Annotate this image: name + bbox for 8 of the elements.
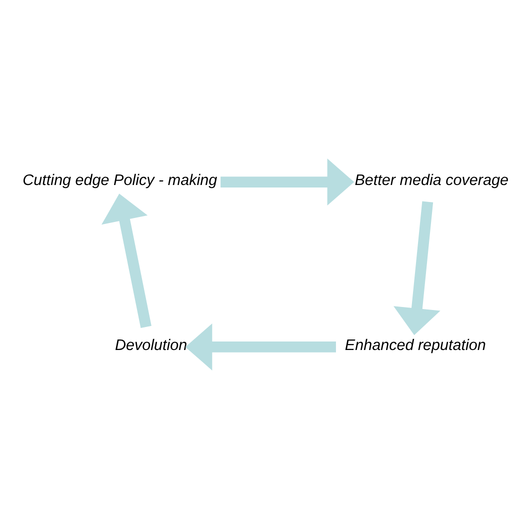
arrow [101, 193, 151, 328]
node-text: Devolution [114, 336, 187, 354]
node-text: Enhanced reputation [344, 336, 486, 354]
arrow [184, 322, 336, 370]
node-text: Cutting edge Policy - making [22, 171, 217, 188]
node-text: Better media coverage [354, 171, 508, 188]
arrow [220, 158, 354, 206]
arrow [393, 200, 440, 335]
